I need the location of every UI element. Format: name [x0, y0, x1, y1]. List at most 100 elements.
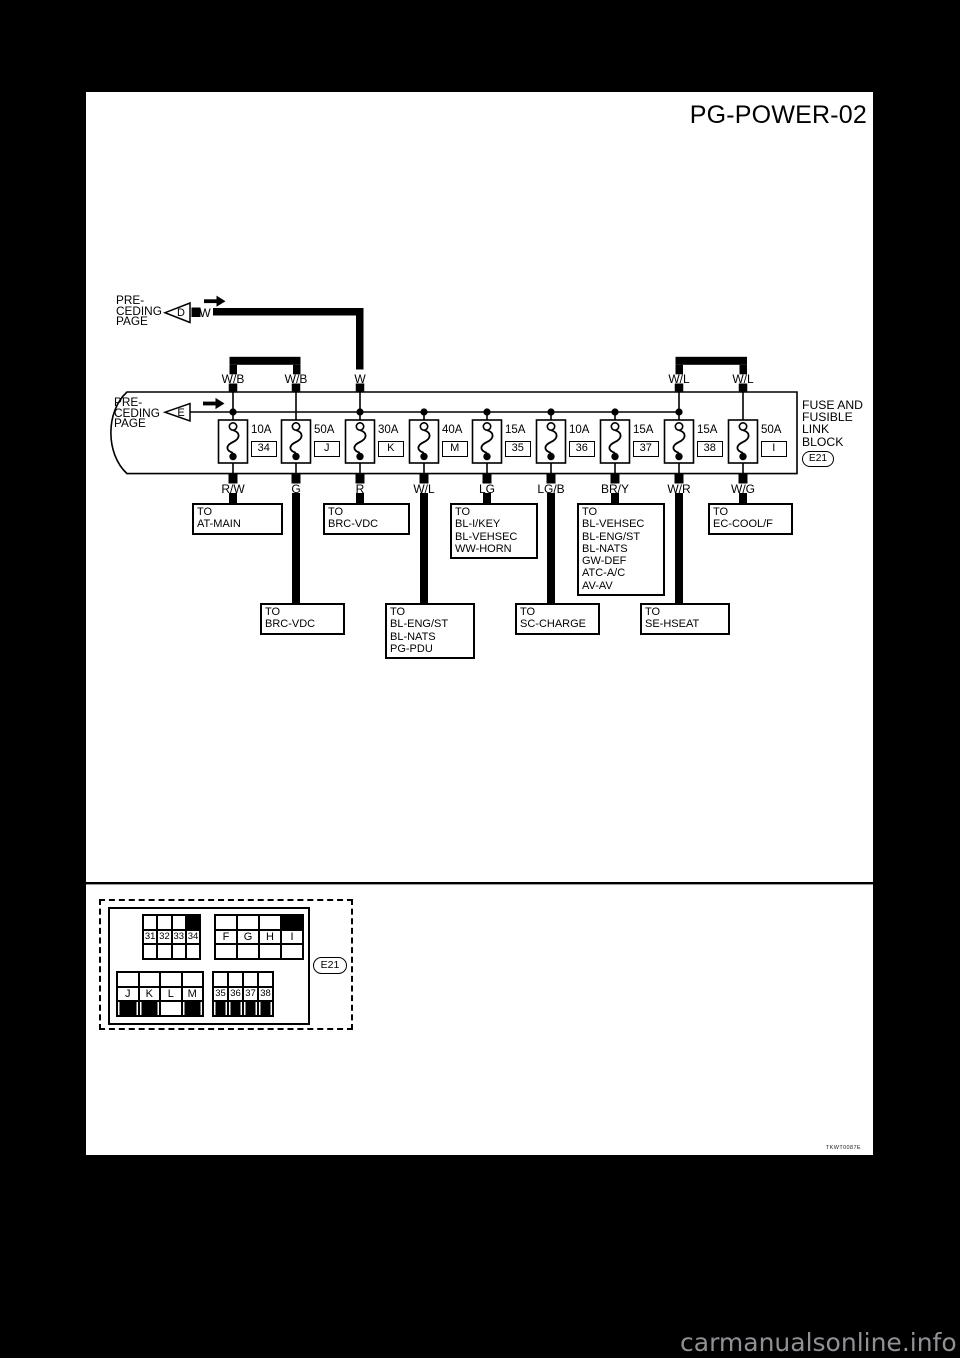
fuse-amp-label: 50A [314, 423, 335, 436]
top-feed-label: W [354, 372, 366, 386]
grid-cell [228, 972, 243, 987]
fuse-amp-label: 40A [442, 423, 463, 436]
grid-cell: 35 [213, 986, 228, 1002]
fuse-amp-label: 10A [251, 423, 272, 436]
grid-cell: K [138, 986, 160, 1002]
grid-cell: 36 [228, 986, 243, 1002]
grid-cell [228, 1001, 243, 1016]
connector-grid-35-38: 35 36 37 38 [212, 971, 274, 1017]
triangle-letter-d: D [177, 306, 185, 319]
grid-cell [181, 972, 203, 987]
top-feed-label: W/L [668, 372, 690, 386]
grid-cell [259, 915, 281, 930]
grid-cell [143, 944, 158, 959]
grid-cell [181, 1001, 203, 1016]
grid-cell [157, 944, 172, 959]
connector-id-badge: E21 [802, 450, 834, 467]
fuse-id-badge: J [313, 441, 340, 457]
wire-color-label: LG/B [537, 481, 565, 496]
grid-cell [281, 915, 303, 930]
connector-view-frame [108, 907, 310, 1025]
to-box-bl-ikey: TO BL-I/KEY BL-VEHSEC WW-HORN [450, 503, 538, 560]
grid-cell [213, 1001, 228, 1016]
grid-cell: F [215, 929, 237, 945]
grid-cell [243, 1001, 258, 1016]
to-box-brc-vdc: TO BRC-VDC [323, 503, 410, 535]
grid-cell [258, 972, 273, 987]
output-stubs [228, 474, 748, 484]
fuse-amp-label: 15A [697, 423, 718, 436]
short-output-wires [229, 493, 747, 504]
page-title: PG-POWER-02 [689, 101, 867, 129]
to-box-bl-engst: TO BL-ENG/ST BL-NATS PG-PDU [385, 603, 475, 660]
grid-cell: 31 [143, 929, 158, 945]
junction-dots [229, 408, 683, 416]
feed-wire-w [213, 308, 364, 370]
section-divider [86, 882, 873, 885]
fuse-id-badge: 36 [568, 441, 595, 457]
top-feed-label: W/L [732, 372, 754, 386]
grid-cell [171, 915, 186, 930]
grid-cell: G [237, 929, 259, 945]
top-entry-stubs [228, 383, 748, 392]
grid-cell: 34 [185, 929, 201, 945]
connector-grid-31-34: 31 32 33 34 [142, 914, 202, 960]
grid-cell [185, 944, 201, 959]
grid-cell [138, 1001, 160, 1016]
wire-color-label-w: W [199, 305, 211, 320]
grid-cell [143, 915, 158, 930]
preceding-page-triangle-d-icon [162, 295, 226, 324]
fuse-id-badge: 34 [250, 441, 277, 457]
grid-cell [237, 944, 259, 959]
connector-grid-f-i: F G H I [214, 914, 304, 960]
wire-color-label: LG [478, 481, 495, 496]
connector-id-badge: E21 [313, 957, 347, 974]
wiring-diagram [86, 295, 873, 885]
fuse-id-badge: K [377, 441, 404, 457]
grid-cell: 32 [157, 929, 172, 945]
grid-cell [259, 944, 281, 959]
grid-cell [215, 944, 237, 959]
fuse-amp-label: 10A [569, 423, 590, 436]
grid-cell [138, 972, 160, 987]
fuse-amp-label: 15A [633, 423, 654, 436]
wb-bridge-wire [229, 356, 301, 375]
grid-cell: I [281, 929, 303, 945]
grid-cell [258, 1001, 273, 1016]
connector-view-dashed-frame [99, 899, 353, 1030]
wire-color-label: W/R [667, 481, 691, 496]
watermark: carmanualsonline.info [680, 1328, 957, 1357]
to-box-bl-vehsec: TO BL-VEHSEC BL-ENG/ST BL-NATS GW-DEF AT… [577, 503, 665, 597]
fuse-amp-label: 30A [378, 423, 399, 436]
to-box-se-hseat: TO SE-HSEAT [640, 603, 730, 635]
grid-cell [117, 1001, 139, 1016]
long-output-wires [292, 493, 683, 604]
to-box-at-main: TO AT-MAIN [192, 503, 283, 535]
grid-cell [281, 944, 303, 959]
fuse-id-badge: 37 [632, 441, 659, 457]
to-box-brc-vdc-2: TO BRC-VDC [260, 603, 345, 635]
fuse-id-badge: I [760, 441, 787, 457]
fuse-id-badge: M [441, 441, 468, 457]
fuse-amp-label: 50A [761, 423, 782, 436]
fuse-id-badge: 38 [696, 441, 723, 457]
to-box-ec-coolf: TO EC-COOL/F [708, 503, 793, 535]
fuse-amp-label: 15A [505, 423, 526, 436]
wire-color-label: G [291, 481, 301, 496]
figure-code: TKWT0087E [825, 1145, 861, 1151]
grid-cell [171, 944, 186, 959]
top-feed-label: W/B [284, 372, 308, 386]
grid-cell: M [181, 986, 203, 1002]
grid-cell: J [117, 986, 139, 1002]
fuse-symbols [217, 419, 759, 464]
to-box-sc-charge: TO SC-CHARGE [515, 603, 600, 635]
grid-cell [243, 972, 258, 987]
grid-cell: 33 [171, 929, 186, 945]
preceding-page-label-e: PRE- CEDING PAGE [114, 395, 160, 430]
wire-color-label: W/G [731, 481, 755, 496]
grid-cell: 37 [243, 986, 258, 1002]
wl-bridge-wire [675, 356, 747, 375]
grid-cell: H [259, 929, 281, 945]
connector-grid-j-m: J K L M [116, 971, 204, 1017]
top-feed-label: W/B [221, 372, 245, 386]
